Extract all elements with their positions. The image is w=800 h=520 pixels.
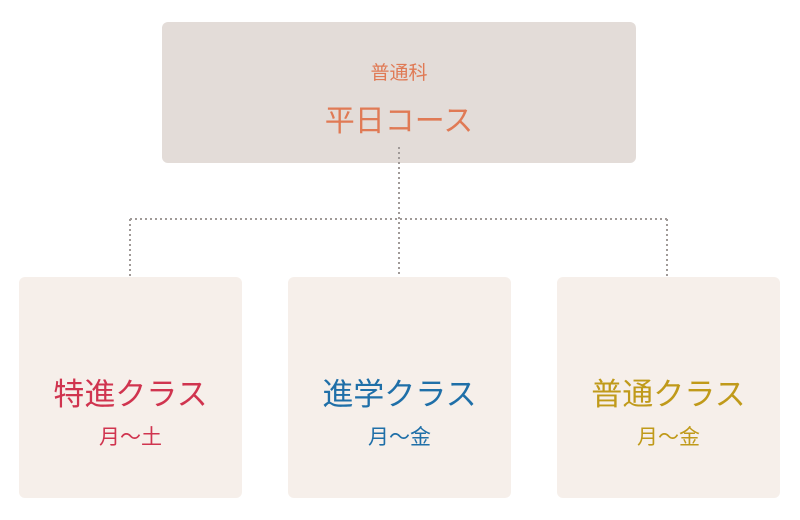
- department-label: 普通科: [370, 62, 428, 84]
- class-name: 進学クラス: [322, 377, 477, 413]
- class-days: 月～金: [637, 425, 700, 449]
- class-node-futsu: 普通クラス 月～金: [557, 277, 780, 498]
- class-node-shingaku: 進学クラス 月～金: [288, 277, 511, 498]
- course-title: 平日コース: [324, 104, 474, 139]
- class-days: 月～土: [99, 425, 162, 449]
- class-name: 普通クラス: [591, 377, 746, 413]
- class-name: 特進クラス: [53, 377, 208, 413]
- class-node-tokushin: 特進クラス 月～土: [19, 277, 242, 498]
- root-node-weekday-course: 普通科 平日コース: [162, 22, 636, 163]
- class-days: 月～金: [368, 425, 431, 449]
